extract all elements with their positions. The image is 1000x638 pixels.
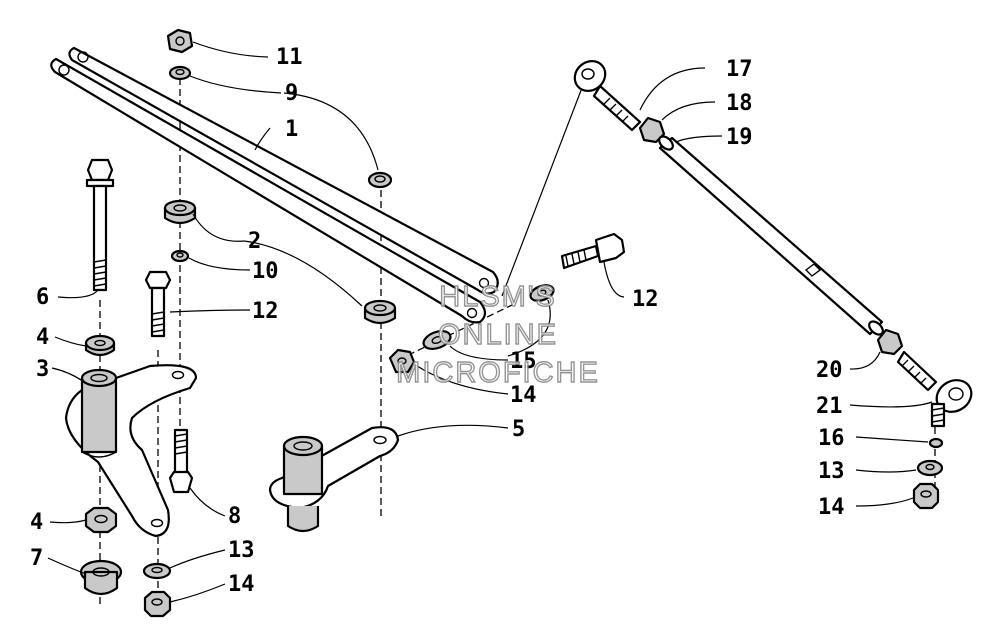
arm-assembly [50,46,499,324]
tube-19 [658,135,884,336]
jam-nut-18 [638,116,666,144]
bolt-8 [168,428,194,494]
callout-3: 3 [36,357,49,382]
callout-14-center: 14 [510,383,537,408]
nut-14-center [388,348,416,374]
callout-20: 20 [816,358,843,383]
nut-4-lower [84,506,118,534]
callout-17: 17 [726,57,753,82]
nut-11 [166,28,194,54]
washer-13-left [142,562,172,580]
callout-labels: 11 9 1 2 10 12 6 4 3 4 7 8 13 14 5 14 15… [30,45,845,597]
callout-15: 15 [510,349,537,374]
callout-10: 10 [252,259,279,284]
callout-19: 19 [726,125,753,150]
callout-13-right: 13 [818,459,845,484]
callout-11: 11 [276,45,303,70]
callout-9: 9 [285,81,298,106]
nut-14-right [912,482,940,510]
bolt-6 [85,158,115,292]
callout-12-left: 12 [252,299,279,324]
callout-13-left: 13 [228,538,255,563]
washer-15 [529,284,555,302]
watermark-line-1: HLSM'S [439,281,556,313]
callout-16: 16 [818,426,845,451]
bolt-12-center [560,232,626,270]
rod-end-21 [896,350,973,428]
pivot-bracket-5 [268,426,400,533]
callout-21: 21 [816,394,843,419]
nut-14-left [143,590,172,618]
washer-13-center [422,329,452,351]
callout-7: 7 [30,546,43,571]
washer-10 [170,249,190,263]
flange-nut-7 [79,559,123,596]
callout-5: 5 [512,417,525,442]
bellcrank-3 [64,364,198,538]
callout-14-left: 14 [228,572,255,597]
spacer-2-left [163,199,197,225]
bolt-12-left [144,270,172,338]
callout-14-right: 14 [818,495,845,520]
watermark: HLSM'S ONLINE MICROFICHE [395,280,600,389]
rod-end-17 [573,60,642,132]
watermark-line-2: ONLINE [438,319,558,351]
washer-9-top [168,65,192,81]
callout-6: 6 [36,285,49,310]
callout-1: 1 [285,117,298,142]
washer-4-upper [84,334,116,357]
spacer-2-right [363,299,397,325]
callout-4-upper: 4 [36,325,49,350]
callout-12-center: 12 [632,287,659,312]
washer-9-right [367,171,393,189]
washer-13-right [916,459,944,477]
jam-nut-20 [876,328,904,356]
callout-8: 8 [228,504,241,529]
callout-4-lower: 4 [30,510,43,535]
callout-2: 2 [248,229,261,254]
callout-18: 18 [726,91,753,116]
washer-16 [928,437,944,449]
leader-lines [47,41,933,603]
watermark-line-3: MICROFICHE [396,357,600,389]
